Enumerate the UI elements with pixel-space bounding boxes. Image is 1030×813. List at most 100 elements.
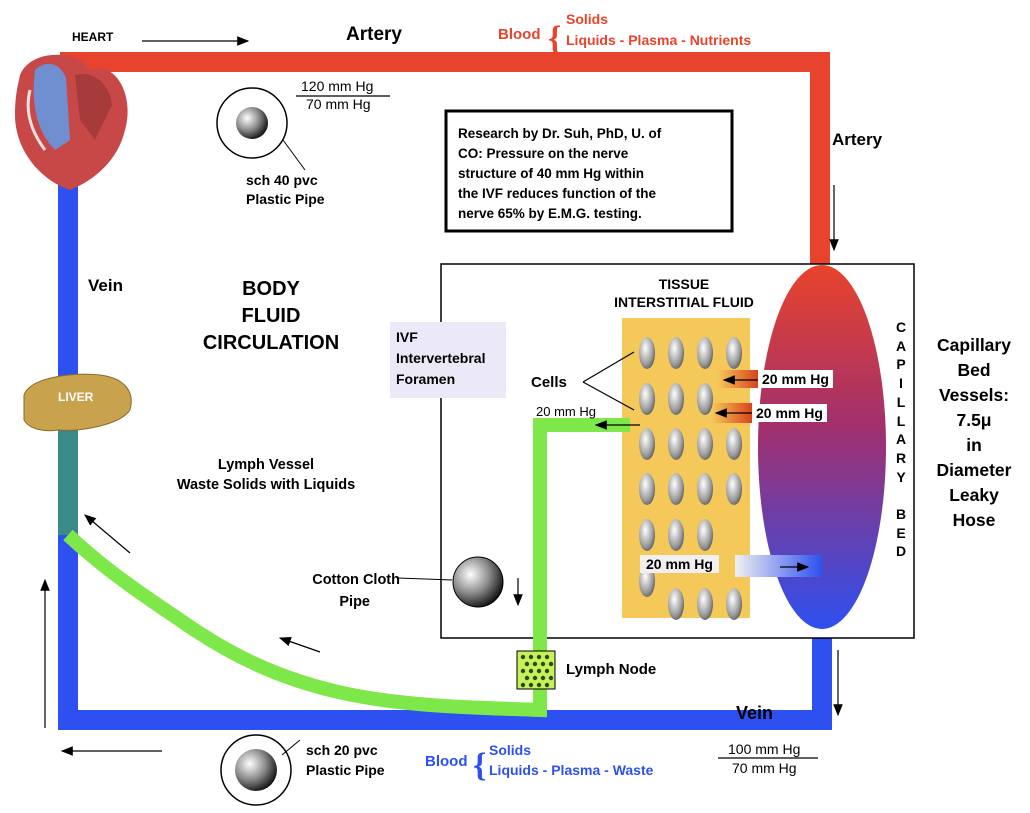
cotton-line: Cotton Cloth	[312, 572, 400, 588]
pipe-section-bottom-icon	[220, 734, 301, 806]
liver-icon	[23, 373, 132, 432]
cell	[697, 588, 713, 620]
cotton-label: Cotton Cloth Pipe	[282, 569, 400, 613]
pressure-label-c: 20 mm Hg	[536, 404, 596, 419]
ivf-label: IVF Intervertebral Foramen	[396, 327, 485, 390]
cap-letter: L	[896, 412, 906, 429]
research-line: structure of 40 mm Hg within	[458, 166, 645, 181]
cap-letter: I	[899, 375, 903, 392]
cap-info-line: Leaky	[949, 485, 999, 505]
artery-label-top: Artery	[346, 24, 402, 45]
cell	[639, 383, 655, 415]
cap-info-line: 7.5μ	[956, 410, 992, 430]
blood-word-top: Blood	[498, 26, 541, 43]
cell	[639, 428, 655, 460]
cap-letter: Y	[896, 468, 906, 485]
lymph-node-label: Lymph Node	[566, 661, 657, 678]
lymph-vessel-label: Lymph Vessel Waste Solids with Liquids	[148, 455, 384, 495]
cell	[668, 473, 684, 505]
pressure-arrow-d	[735, 555, 822, 577]
teal-segment	[58, 430, 78, 535]
pipe-bottom-label-1: sch 20 pvc	[306, 742, 378, 758]
cap-info-line: in	[966, 435, 982, 455]
cap-info-line: Capillary	[937, 335, 1011, 355]
main-title: BODY FLUID CIRCULATION	[188, 276, 354, 357]
research-line: CO: Pressure on the nerve	[458, 146, 629, 161]
cells-pointer-2	[582, 381, 635, 411]
cell	[697, 519, 713, 551]
blood-liquids-bottom: Liquids - Plasma - Waste	[489, 762, 654, 778]
cell	[639, 565, 655, 597]
cap-letter-gap	[893, 486, 909, 505]
ivf-label-bg	[390, 322, 506, 398]
cap-letter: R	[895, 449, 907, 466]
pressure-top-num: 120 mm Hg	[301, 78, 374, 94]
pipe-section-cotton-icon	[397, 556, 504, 608]
vein-label-left: Vein	[88, 276, 123, 295]
cell	[726, 337, 742, 369]
cap-info-line: Vessels:	[938, 385, 1010, 405]
pipe-top-label-2: Plastic Pipe	[246, 191, 325, 207]
cells-pointer-1	[582, 351, 635, 383]
lymph-line: Lymph Vessel	[217, 457, 315, 473]
pressure-arrow-a	[718, 370, 758, 388]
cell	[726, 473, 742, 505]
lymph-line: Waste Solids with Liquids	[176, 477, 356, 493]
blood-solids-top: Solids	[566, 11, 609, 27]
pressure-label-b: 20 mm Hg	[752, 404, 827, 422]
liver-label: LIVER	[58, 390, 94, 404]
cell	[668, 519, 684, 551]
title-line: CIRCULATION	[202, 332, 340, 354]
cap-letter: L	[896, 393, 906, 410]
tissue-title-line: TISSUE	[658, 276, 710, 292]
cotton-line: Pipe	[339, 594, 370, 610]
blood-liquids-top: Liquids - Plasma - Nutrients	[566, 32, 752, 48]
cell	[639, 519, 655, 551]
cell	[697, 337, 713, 369]
tissue-title-line: INTERSTITIAL FLUID	[614, 294, 754, 310]
brace-top: {	[548, 20, 561, 57]
research-line: the IVF reduces function of the	[458, 186, 657, 201]
cell	[726, 588, 742, 620]
title-line: BODY	[242, 278, 300, 300]
title-line: FLUID	[241, 305, 301, 327]
cell	[668, 337, 684, 369]
cell	[726, 428, 742, 460]
heart-icon	[15, 54, 128, 190]
pressure-label-a: 20 mm Hg	[758, 370, 833, 388]
cell	[697, 473, 713, 505]
cell	[697, 428, 713, 460]
ivf-line: IVF	[396, 329, 418, 345]
research-line: nerve 65% by E.M.G. testing.	[458, 206, 642, 221]
cap-letter: P	[896, 356, 906, 373]
research-line: Research by Dr. Suh, PhD, U. of	[458, 126, 662, 141]
capillary-bed	[758, 265, 886, 629]
heart-label: HEART	[72, 30, 114, 44]
cell	[668, 428, 684, 460]
cells-label: Cells	[531, 374, 567, 391]
cell	[639, 473, 655, 505]
cap-letter: C	[895, 319, 907, 335]
cell	[668, 588, 684, 620]
cap-letter: A	[895, 337, 907, 354]
cap-letter: E	[896, 524, 906, 541]
arrow-lymph-mid	[278, 637, 321, 653]
tissue-title: TISSUE INTERSTITIAL FLUID	[596, 275, 772, 311]
artery-label-right: Artery	[832, 130, 883, 149]
cap-info-line: Diameter	[936, 460, 1012, 480]
cap-letter: B	[895, 506, 907, 523]
pipe-section-top-icon	[216, 87, 306, 171]
cap-info-line: Hose	[952, 510, 996, 530]
pressure-top-den: 70 mm Hg	[306, 96, 371, 112]
blood-solids-bottom: Solids	[489, 742, 532, 758]
ivf-line: Foramen	[396, 371, 456, 387]
artery-pipe	[60, 52, 830, 270]
pressure-label-d: 20 mm Hg	[640, 555, 719, 573]
cell	[668, 383, 684, 415]
arrow-lymph-up-left	[84, 514, 131, 554]
lymph-vessel	[63, 418, 630, 718]
pipe-bottom-label-2: Plastic Pipe	[306, 762, 385, 778]
cap-info-line: Bed	[957, 360, 991, 380]
capillary-bed-letters: C A P I L L A R Y B E D	[893, 318, 909, 561]
cap-letter: D	[895, 543, 907, 560]
